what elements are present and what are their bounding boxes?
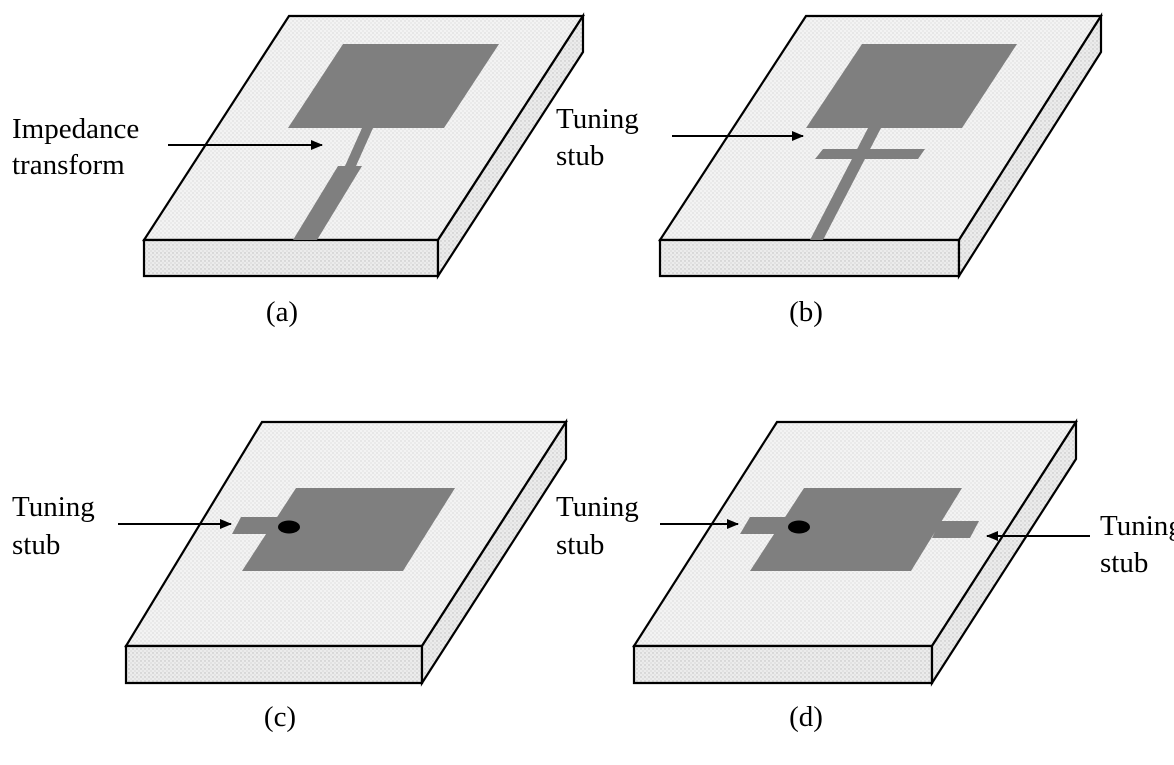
radiating-patch-b	[806, 44, 1017, 128]
label-tuning-stub-d-right: Tuning stub	[1100, 510, 1174, 579]
feed-line-a	[293, 166, 362, 240]
tuning-stub-d-left	[740, 517, 792, 534]
feed-probe-c	[278, 520, 300, 534]
panel-d: Tuning stub Tuning stub (d)	[556, 418, 1174, 733]
caption-a: (a)	[266, 296, 298, 328]
caption-b: (b)	[789, 296, 823, 328]
panel-a: Impedance transform (a)	[12, 12, 586, 328]
tuning-stub-d-right	[932, 521, 979, 538]
caption-d: (d)	[789, 701, 823, 733]
tuning-stub-c	[232, 517, 284, 534]
caption-c: (c)	[264, 701, 296, 733]
tuning-stub-b	[815, 149, 925, 159]
radiating-patch-a	[288, 44, 499, 128]
label-tuning-stub-b: Tuning stub	[556, 103, 646, 172]
feed-probe-d	[788, 520, 810, 534]
label-impedance-transform: Impedance transform	[12, 113, 146, 181]
label-tuning-stub-d-left: Tuning stub	[556, 491, 646, 561]
radiating-patch-d	[750, 488, 962, 571]
panel-c: Tuning stub (c)	[12, 418, 569, 733]
quarter-wave-transformer-a	[345, 128, 373, 166]
panel-b: Tuning stub (b)	[556, 12, 1103, 328]
radiating-patch-c	[242, 488, 455, 571]
label-tuning-stub-c: Tuning stub	[12, 491, 102, 561]
